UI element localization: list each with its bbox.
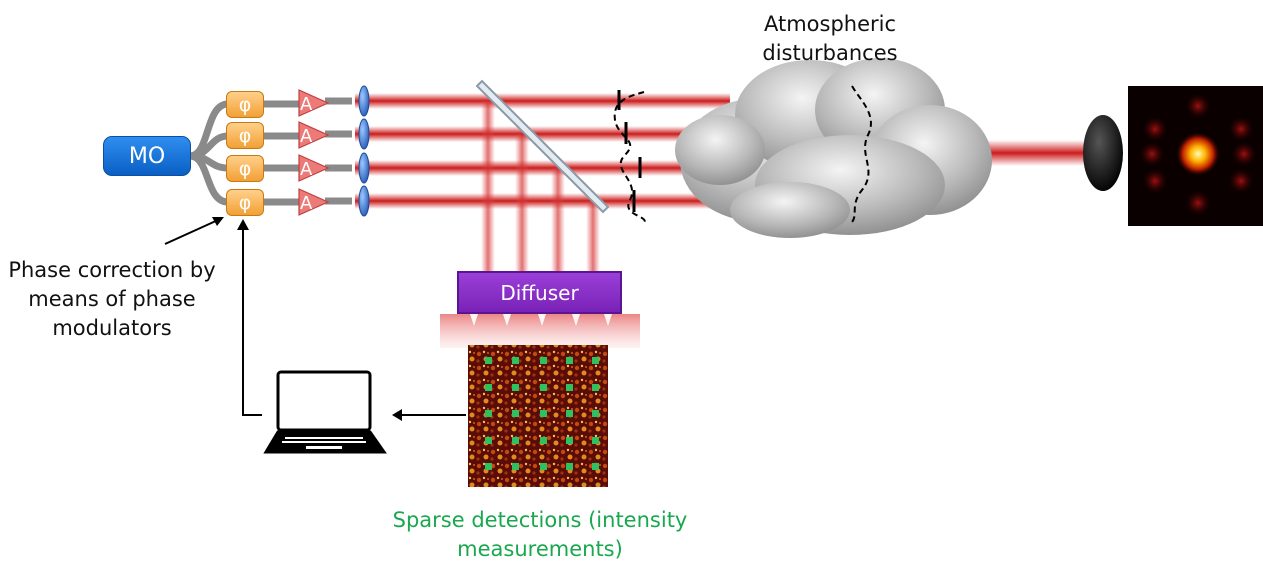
- laser-beams: [355, 93, 1090, 209]
- amplifier-2: [298, 121, 330, 149]
- beam-splitter-highlight: [478, 82, 607, 211]
- fiber-splitter: [186, 100, 232, 206]
- phase-modulator-4: φ: [226, 189, 264, 216]
- fiber-lines: [262, 97, 352, 206]
- phase-modulator-2: φ: [226, 122, 264, 149]
- master-oscillator: MO: [103, 136, 191, 176]
- amplifier-label-1: A: [300, 94, 313, 115]
- label-pointer: [164, 219, 219, 245]
- amplifiers: A A A A: [298, 89, 330, 216]
- master-oscillator-label: MO: [128, 143, 166, 169]
- amplifier-3: [298, 154, 330, 182]
- turbulence-wavefront: [851, 85, 872, 223]
- feedback-path: [242, 228, 466, 416]
- phase-modulator-symbol: φ: [238, 124, 252, 147]
- amplifier-4: [298, 188, 330, 216]
- target-lens-icon: [1083, 115, 1123, 191]
- lens-icon: [358, 185, 370, 217]
- sampled-beams: [481, 101, 600, 271]
- amplifier-label-3: A: [300, 159, 313, 180]
- laptop-icon: [263, 370, 387, 454]
- far-field-pattern: [1128, 86, 1263, 226]
- arrow-head-to-laptop: [392, 409, 402, 421]
- collimating-lenses: [358, 85, 370, 217]
- phase-correction-label: Phase correction by means of phase modul…: [8, 258, 216, 340]
- diffuser-teeth: [470, 314, 612, 326]
- lens-icon: [358, 152, 370, 184]
- arrow-head-to-modulator: [237, 219, 249, 230]
- lens-icon: [358, 85, 370, 117]
- amplifier-1: [298, 89, 330, 117]
- amplifier-label-2: A: [300, 126, 313, 147]
- diffuser-label: Diffuser: [500, 280, 579, 305]
- phase-modulator-symbol: φ: [238, 191, 252, 214]
- sparse-detectors: [485, 357, 599, 470]
- phase-modulator-symbol: φ: [238, 93, 252, 116]
- amplifier-label-4: A: [300, 193, 313, 214]
- atmospheric-disturbances-label: Atmospheric disturbances: [762, 12, 898, 65]
- phase-modulator-symbol: φ: [238, 157, 252, 180]
- sparse-detections-label: Sparse detections (intensity measurement…: [392, 508, 688, 561]
- phase-modulator-1: φ: [226, 91, 264, 118]
- cloud-icon: [675, 58, 992, 238]
- diffuser: Diffuser: [457, 271, 622, 314]
- phase-modulator-3: φ: [226, 155, 264, 182]
- label-pointer-head: [212, 217, 224, 226]
- lens-icon: [358, 118, 370, 150]
- distorted-wavefront: [613, 90, 646, 223]
